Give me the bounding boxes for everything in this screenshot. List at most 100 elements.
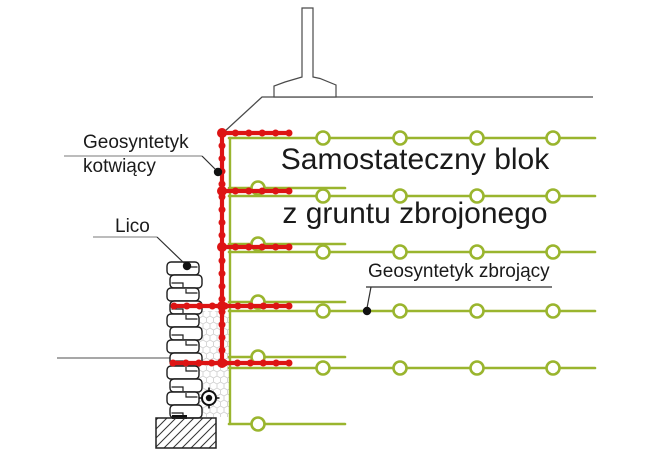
anchoring-dot bbox=[246, 359, 254, 367]
geogrid-node-circle bbox=[315, 188, 331, 204]
leader-dot bbox=[362, 306, 372, 316]
leader-dot bbox=[213, 167, 223, 177]
wall-block bbox=[166, 391, 200, 406]
wall-block-notch bbox=[185, 315, 198, 320]
geogrid-node-circle bbox=[545, 303, 561, 319]
anchoring-dot bbox=[285, 359, 293, 367]
anchoring-dot bbox=[218, 333, 226, 341]
anchoring-dot bbox=[285, 302, 293, 310]
anchoring-dot bbox=[195, 359, 203, 367]
anchoring-dot bbox=[285, 243, 293, 251]
wall-block bbox=[169, 274, 203, 289]
geogrid-node-circle bbox=[469, 303, 485, 319]
base-pad bbox=[172, 415, 187, 419]
footing-hatched bbox=[155, 417, 217, 449]
geogrid-node-circle bbox=[392, 188, 408, 204]
leader-line bbox=[156, 236, 186, 265]
anchoring-dot bbox=[259, 359, 267, 367]
geogrid-node-circle bbox=[315, 303, 331, 319]
geogrid-node-circle bbox=[392, 130, 408, 146]
anchoring-dot bbox=[285, 129, 293, 137]
wall-block bbox=[166, 313, 200, 328]
anchoring-dot bbox=[247, 302, 255, 310]
anchoring-dot bbox=[233, 359, 241, 367]
anchoring-junction-dot bbox=[217, 186, 227, 196]
anchoring-dot bbox=[272, 187, 280, 195]
geogrid-node-circle bbox=[469, 130, 485, 146]
anchoring-dot bbox=[218, 155, 226, 163]
anchoring-dot bbox=[208, 359, 216, 367]
wall-block bbox=[166, 365, 200, 380]
anchoring-dot bbox=[218, 295, 226, 303]
leader-dot bbox=[182, 261, 192, 271]
anchoring-dot bbox=[170, 302, 178, 310]
anchoring-dot bbox=[272, 243, 280, 251]
anchoring-dot bbox=[231, 243, 239, 251]
ground-surface-line bbox=[223, 96, 593, 133]
barrier-post-outline bbox=[273, 7, 337, 98]
geogrid-node-circle bbox=[315, 360, 331, 376]
anchoring-junction-dot bbox=[217, 301, 227, 311]
wall-block-notch bbox=[185, 341, 198, 346]
anchoring-dot bbox=[258, 187, 266, 195]
anchoring-dot bbox=[245, 243, 253, 251]
anchoring-dot bbox=[218, 231, 226, 239]
survey-point-ticks bbox=[198, 387, 220, 409]
geogrid-node-circle bbox=[250, 416, 266, 432]
anchoring-dot bbox=[231, 129, 239, 137]
geogrid-node-circle bbox=[545, 360, 561, 376]
anchoring-dot bbox=[272, 302, 280, 310]
anchoring-dot bbox=[245, 129, 253, 137]
anchoring-dot bbox=[218, 270, 226, 278]
geogrid-node-circle bbox=[545, 188, 561, 204]
anchoring-dot bbox=[218, 282, 226, 290]
leader-line bbox=[366, 286, 372, 309]
anchoring-dot bbox=[245, 187, 253, 195]
geogrid-node-circle bbox=[545, 244, 561, 260]
label-reinforcing-geosynthetic: Geosyntetyk zbrojący bbox=[368, 261, 550, 282]
wall-block-notch bbox=[171, 334, 184, 339]
anchoring-dot bbox=[183, 302, 191, 310]
label-anchoring-geosynthetic: Geosyntetyk kotwiący bbox=[83, 131, 189, 179]
anchoring-dot bbox=[218, 321, 226, 329]
anchoring-dot bbox=[258, 129, 266, 137]
anchoring-dot bbox=[258, 243, 266, 251]
anchoring-dot bbox=[208, 302, 216, 310]
label-facing: Lico bbox=[115, 216, 150, 237]
anchoring-dot bbox=[218, 180, 226, 188]
wall-block bbox=[169, 326, 203, 341]
geogrid-node-circle bbox=[392, 360, 408, 376]
diagram-title: Samostateczny blok z gruntu zbrojonego bbox=[250, 144, 580, 230]
wall-block-notch bbox=[171, 386, 184, 391]
leader-line bbox=[201, 155, 217, 171]
geogrid-node-circle bbox=[315, 244, 331, 260]
label-anchoring-line-2: kotwiący bbox=[83, 156, 156, 177]
anchoring-dot bbox=[272, 359, 280, 367]
anchoring-dot bbox=[169, 359, 177, 367]
geogrid-node-circle bbox=[469, 360, 485, 376]
anchoring-dot bbox=[272, 129, 280, 137]
anchoring-junction-dot bbox=[217, 242, 227, 252]
wall-block-notch bbox=[185, 393, 198, 398]
wall-block-notch bbox=[185, 289, 198, 294]
anchoring-dot bbox=[196, 302, 204, 310]
title-line-2: z gruntu zbrojonego bbox=[282, 197, 548, 230]
anchoring-dot bbox=[285, 187, 293, 195]
wall-block bbox=[169, 378, 203, 393]
geogrid-node-circle bbox=[469, 244, 485, 260]
label-anchoring-line-1: Geosyntetyk bbox=[83, 132, 189, 153]
wall-block bbox=[166, 287, 200, 302]
anchoring-dot bbox=[218, 142, 226, 150]
anchoring-dot bbox=[218, 218, 226, 226]
anchoring-dot bbox=[259, 302, 267, 310]
anchoring-dot bbox=[218, 346, 226, 354]
anchoring-junction-dot bbox=[217, 358, 227, 368]
anchoring-dot bbox=[231, 187, 239, 195]
anchoring-dot bbox=[182, 359, 190, 367]
geogrid-node-circle bbox=[392, 244, 408, 260]
geogrid-node-circle bbox=[392, 303, 408, 319]
geogrid-node-circle bbox=[545, 130, 561, 146]
wall-block bbox=[166, 261, 200, 276]
